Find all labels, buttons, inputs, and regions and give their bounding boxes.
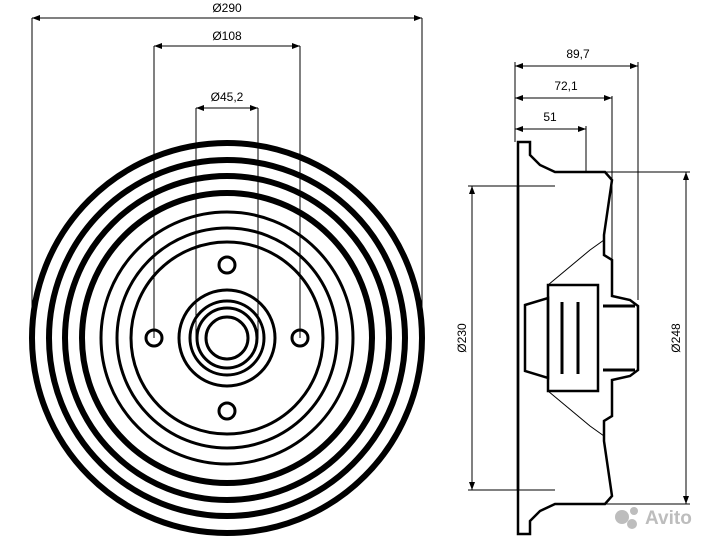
dim-overall-diameter-label: Ø290: [212, 1, 242, 15]
avito-watermark: Avito: [615, 507, 692, 529]
hub-bearing-seat: [546, 283, 600, 393]
drum-ring-4: [79, 190, 375, 486]
side-view: 89,7 72,1 51 Ø230: [455, 47, 690, 536]
front-view: Ø290 Ø108 Ø45,2: [29, 1, 425, 536]
bolt-hole-top: [217, 255, 237, 275]
avito-logo-icon: [615, 510, 629, 524]
dim-center-bore-label: Ø45,2: [211, 90, 244, 104]
dimension-total-height: 89,7: [514, 47, 639, 300]
drum-ring-2: [46, 157, 408, 519]
hub-mid: [188, 299, 266, 377]
dimension-inner-depth: 51: [515, 110, 587, 172]
drum-ring-3: [62, 173, 392, 503]
bolt-hole-bottom: [217, 401, 237, 421]
center-bore: [204, 315, 250, 361]
drum-ring-5: [99, 210, 355, 466]
dim-inner-diameter-label: Ø230: [455, 323, 469, 353]
dim-total-height-label: 89,7: [566, 47, 590, 61]
dimension-overall-diameter: Ø290: [31, 1, 423, 338]
dim-inner-depth-label: 51: [543, 110, 557, 124]
dimension-center-bore: Ø45,2: [195, 90, 259, 338]
dim-outer-drum-diameter-label: Ø248: [669, 323, 683, 353]
watermark-text: Avito: [645, 508, 692, 529]
dimension-inner-diameter: Ø230: [455, 185, 518, 491]
dim-bolt-circle-label: Ø108: [212, 29, 242, 43]
hub-outer: [177, 288, 277, 388]
drum-ring-7: [129, 240, 325, 436]
drum-ring-6: [115, 226, 339, 450]
drum-section-outline: [516, 140, 640, 536]
dimension-bolt-circle: Ø108: [153, 29, 301, 338]
dim-hub-height-label: 72,1: [554, 79, 578, 93]
drum-outer-ring: [29, 140, 425, 536]
dimension-outer-drum-diameter: Ø248: [605, 171, 690, 505]
hub-inner: [195, 306, 259, 370]
dimension-hub-height: 72,1: [515, 79, 613, 260]
